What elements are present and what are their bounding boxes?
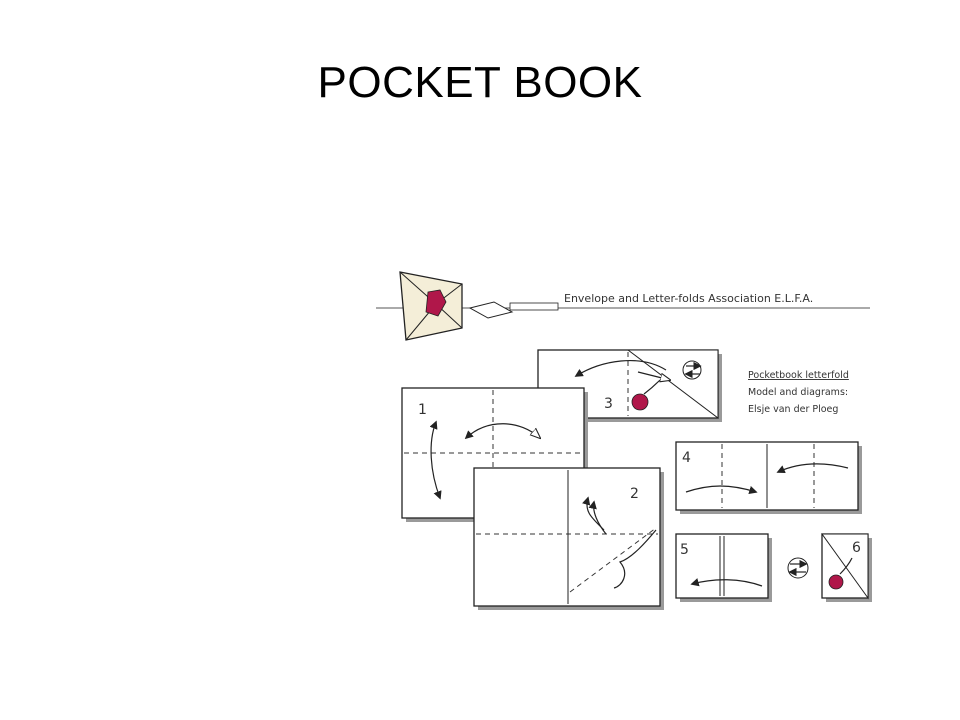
step-6-number: 6 — [852, 540, 861, 556]
step-4-number: 4 — [682, 450, 691, 466]
step-4-panel: 4 — [675, 441, 862, 514]
elfa-logo — [399, 271, 559, 341]
credit-line-1: Pocketbook letterfold — [748, 370, 849, 381]
step-5-panel: 5 — [675, 533, 772, 602]
folding-diagram-svg: Envelope and Letter-folds Association E.… — [376, 271, 872, 610]
folding-diagram: Envelope and Letter-folds Association E.… — [370, 262, 876, 612]
turn-over-icon — [787, 557, 809, 579]
step-3-number: 3 — [604, 396, 613, 412]
credit-line-3: Elsje van der Ploeg — [748, 404, 838, 415]
step-1-number: 1 — [418, 402, 427, 418]
step-5-number: 5 — [680, 542, 689, 558]
step-2-panel: 2 — [473, 467, 664, 610]
step-2-number: 2 — [630, 486, 639, 502]
step-6-panel: 6 — [821, 533, 872, 602]
slide-title: POCKET BOOK — [317, 58, 643, 107]
credit-line-2: Model and diagrams: — [748, 387, 848, 398]
header-text: Envelope and Letter-folds Association E.… — [564, 292, 813, 305]
